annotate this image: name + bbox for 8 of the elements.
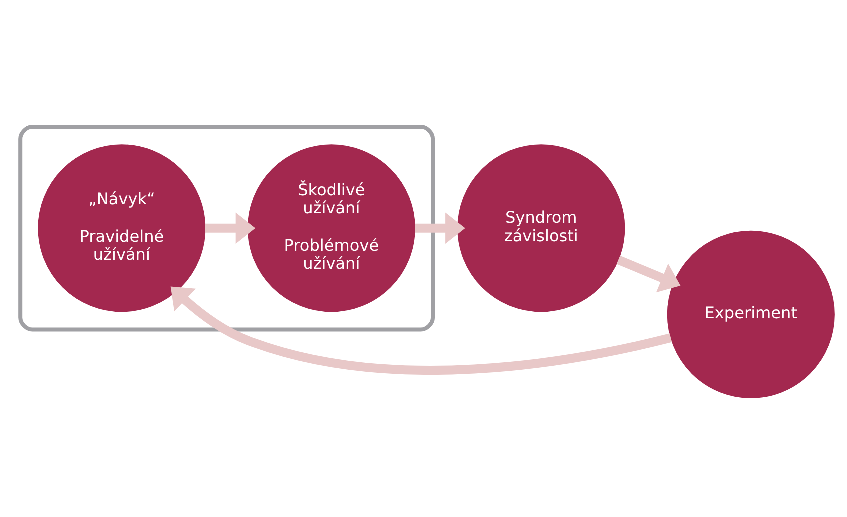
arrow <box>205 212 256 244</box>
node-circle: Škodlivé užívání Problémové užívání <box>248 144 416 312</box>
node-circle: Syndrom závislosti <box>458 144 626 312</box>
arrow <box>415 212 466 244</box>
arrow <box>616 256 681 293</box>
arrow <box>170 286 672 375</box>
node-circle: Experiment <box>667 230 835 398</box>
cluster <box>18 125 436 332</box>
